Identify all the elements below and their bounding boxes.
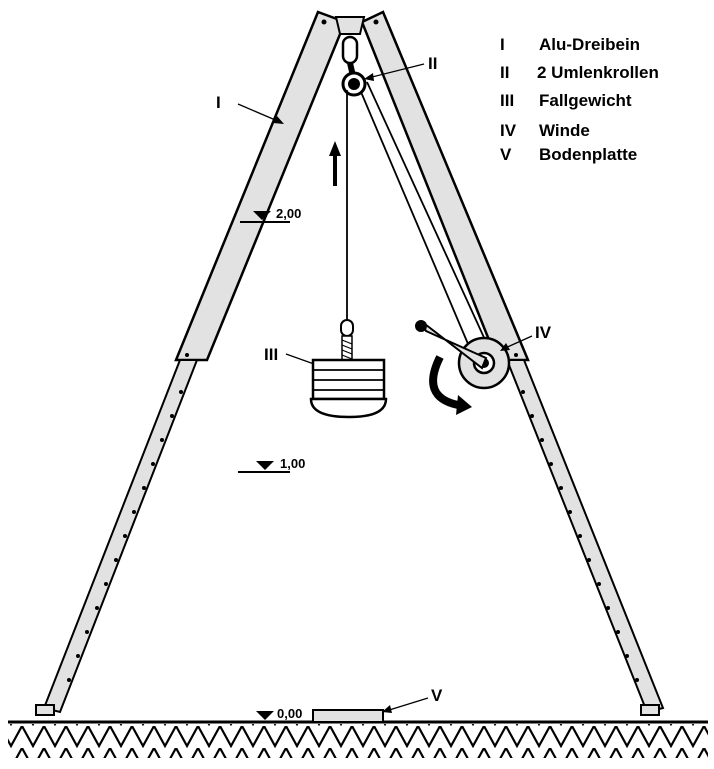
ground-hatching [8, 724, 708, 758]
legend: I Alu-Dreibein II 2 Umlenkrollen III Fal… [500, 35, 659, 164]
legend-numeral-4: IV [500, 121, 517, 140]
right-leg-upper [360, 10, 530, 362]
callout-base-plate: V [431, 686, 443, 705]
left-leg-lower [42, 359, 199, 714]
pulleys [341, 35, 367, 97]
legend-label-1: Alu-Dreibein [539, 35, 640, 54]
left-leg-upper [174, 10, 347, 362]
level-marker-ground: 0,00 [256, 706, 302, 721]
level-label-high: 2,00 [276, 206, 301, 221]
tripod-head [334, 16, 366, 35]
legend-numeral-3: III [500, 91, 514, 110]
rotation-arrow [429, 355, 472, 415]
legend-label-3: Fallgewicht [539, 91, 632, 110]
legend-numeral-1: I [500, 35, 505, 54]
right-leg-holes [521, 390, 639, 682]
callout-tripod: I [216, 93, 221, 112]
legend-numeral-5: V [500, 145, 512, 164]
ground [8, 720, 708, 758]
pulley-shackle [341, 35, 359, 65]
callout-pulleys: II [428, 54, 437, 73]
lift-arrow [329, 141, 341, 186]
level-label-ground: 0,00 [277, 706, 302, 721]
right-foot [640, 704, 660, 716]
level-marker-mid: 1,00 [238, 456, 305, 473]
base-plate [312, 709, 384, 723]
legend-label-2: 2 Umlenkrollen [537, 63, 659, 82]
tripod-right-leg [360, 10, 665, 716]
left-leg-holes [67, 390, 183, 682]
callout-drop-weight: III [264, 345, 278, 364]
drop-weight [309, 319, 388, 419]
legend-label-5: Bodenplatte [539, 145, 637, 164]
left-foot [35, 704, 55, 716]
level-label-mid: 1,00 [280, 456, 305, 471]
legend-numeral-2: II [500, 63, 509, 82]
winch-rope-a [360, 91, 475, 359]
level-marker-high: 2,00 [240, 206, 301, 223]
tripod-left-leg [35, 10, 347, 716]
legend-label-4: Winde [539, 121, 590, 140]
winch-rope-b [366, 81, 493, 356]
crank-knob [415, 320, 427, 332]
right-leg-lower [505, 359, 665, 714]
callout-leaders [237, 63, 533, 713]
callout-winch: IV [535, 323, 552, 342]
winch [415, 320, 511, 390]
